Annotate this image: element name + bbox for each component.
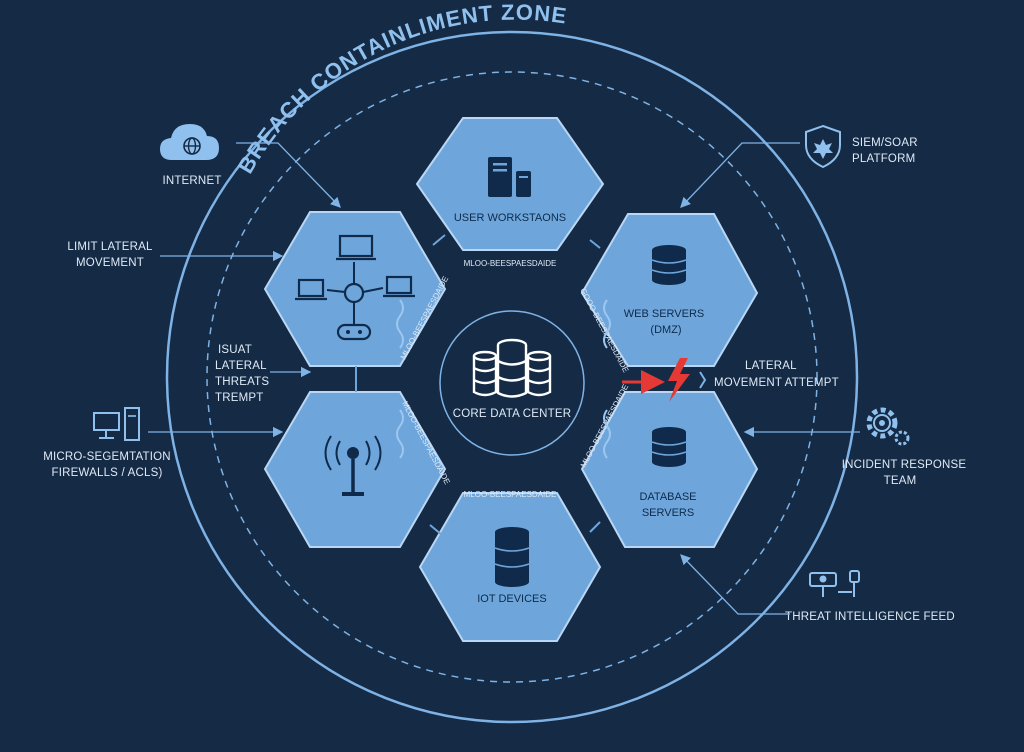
hex-web-servers[interactable]: WEB SERVERS (DMZ) [580,213,759,367]
database-icon [651,427,687,467]
siem-pointer [680,142,800,208]
isuat-label-1: ISUAT [218,344,252,356]
firewall-wave [396,299,404,349]
lateral-attempt-label-2: MOVEMENT ATTEMPT [714,377,839,389]
hex-connector [432,234,446,246]
iot-devices-label: IOT DEVICES [477,593,546,605]
gear-icon [866,407,910,446]
database-servers-label-2: SERVERS [642,507,694,519]
hex-connector [429,524,443,536]
network-topology-icon [295,234,415,341]
limit-lateral-label-2: MOVEMENT [76,257,144,269]
siem-label-2: PLATFORM [852,153,915,165]
camera-feed-icon [809,570,860,597]
computer-icon [93,407,140,441]
isuat-label-2: LATERAL [215,360,267,372]
microseg-label-2: FIREWALLS / ACLS) [52,467,163,479]
limit-lateral-label-1: LIMIT LATERAL [67,241,153,253]
database-stack-icon [472,338,552,398]
firewall-top-text: MLOO-BEESPAESDAIDE [464,259,557,268]
blocked-chevron-icon [699,371,707,389]
lateral-attempt-label-1: LATERAL [745,360,797,372]
microseg-label-1: MICRO-SEGEMTATION [43,451,171,463]
internet-label: INTERNET [162,175,221,187]
hex-wireless[interactable] [263,391,447,548]
core-label: CORE DATA CENTER [453,408,571,420]
shield-icon [805,124,841,169]
cloud-globe-icon [160,124,219,160]
database-icon [494,527,530,587]
incident-label-1: INCIDENT RESPONSE [842,459,967,471]
hex-connector [589,239,601,249]
database-icon [651,245,687,285]
user-workstations-label: USER WORKSTAONS [454,212,566,224]
server-tower-icon [488,157,531,197]
hex-user-workstations[interactable]: USER WORKSTAONS [415,117,605,251]
firewall-wave [603,299,611,349]
lightning-icon [668,358,690,402]
web-servers-label-1: WEB SERVERS [624,308,705,320]
internet-pointer [236,142,341,208]
hex-iot-devices[interactable]: IOT DEVICES [418,492,602,642]
hex-database-servers[interactable]: DATABASE SERVERS [580,391,759,548]
threat-feed-label: THREAT INTELLIGENCE FEED [785,611,955,623]
isuat-label-4: TREMPT [215,392,263,404]
web-servers-label-2: (DMZ) [650,324,681,336]
firewall-wave [603,409,611,459]
threat-feed-pointer [680,554,790,615]
wireless-antenna-icon [324,435,382,496]
isuat-label-3: THREATS [215,376,269,388]
outer-ring [165,30,859,724]
inner-dashed-ring [206,71,818,683]
firewall-wave [396,409,404,459]
hex-connector [589,521,601,533]
incident-label-2: TEAM [884,475,917,487]
core-circle [439,310,585,456]
firewall-bottom-text: MLOO-BEESPAESDAIDE [464,490,557,499]
hex-network[interactable] [263,211,447,367]
siem-label-1: SIEM/SOAR [852,137,918,149]
database-servers-label-1: DATABASE [639,491,696,503]
